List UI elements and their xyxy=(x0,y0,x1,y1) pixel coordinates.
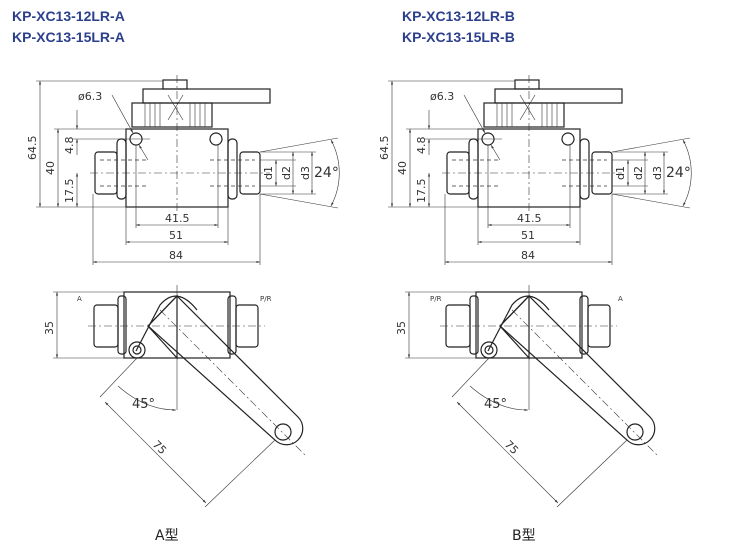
port-right-label: P/R xyxy=(260,295,272,303)
length-dim: 75 xyxy=(502,438,521,457)
height-dim: 64.5 xyxy=(26,136,39,161)
rotation-dim: 45° xyxy=(132,397,155,412)
hole-dim: ø6.3 xyxy=(78,90,102,103)
width-dim-3: 84 xyxy=(521,249,535,262)
d3-dim: d3 xyxy=(651,166,664,180)
d1-dim: d1 xyxy=(262,166,275,180)
model-titles-a: KP-XC13-12LR-A KP-XC13-15LR-A xyxy=(12,6,125,48)
caption: B型 xyxy=(512,528,536,544)
valve-drawing-a xyxy=(36,75,339,507)
axis-dim: 17.5 xyxy=(63,179,76,204)
rotation-dim: 45° xyxy=(484,397,507,412)
angle-dim: 24° xyxy=(666,165,691,181)
width-dim-2: 51 xyxy=(169,229,183,242)
valve-drawing-b xyxy=(388,75,691,507)
axis-dim: 17.5 xyxy=(415,179,428,204)
port-right-label: A xyxy=(618,295,623,303)
depth-dim: 35 xyxy=(395,321,408,335)
labels-a: ø6.3 64.5 40 4.8 17.5 d1 d2 d3 24° 41.5 … xyxy=(26,90,339,544)
model-title: KP-XC13-15LR-B xyxy=(402,29,515,45)
depth-dim: 35 xyxy=(43,321,56,335)
d2-dim: d2 xyxy=(280,166,293,180)
model-title: KP-XC13-12LR-A xyxy=(12,8,125,24)
d2-dim: d2 xyxy=(632,166,645,180)
port-left-label: A xyxy=(77,295,82,303)
d3-dim: d3 xyxy=(299,166,312,180)
width-dim-1: 41.5 xyxy=(165,212,190,225)
hole-dim: ø6.3 xyxy=(430,90,454,103)
body-dim: 40 xyxy=(44,161,57,175)
length-dim: 75 xyxy=(150,438,169,457)
width-dim-2: 51 xyxy=(521,229,535,242)
model-titles-b: KP-XC13-12LR-B KP-XC13-15LR-B xyxy=(402,6,515,48)
d1-dim: d1 xyxy=(614,166,627,180)
angle-dim: 24° xyxy=(314,165,339,181)
model-title: KP-XC13-15LR-A xyxy=(12,29,125,45)
caption: A型 xyxy=(155,528,179,544)
port-left-label: P/R xyxy=(430,295,442,303)
labels-b: ø6.3 64.5 40 4.8 17.5 d1 d2 d3 24° 41.5 … xyxy=(378,90,691,544)
top-dim: 4.8 xyxy=(63,137,76,155)
width-dim-3: 84 xyxy=(169,249,183,262)
body-dim: 40 xyxy=(396,161,409,175)
height-dim: 64.5 xyxy=(378,136,391,161)
top-dim: 4.8 xyxy=(415,137,428,155)
width-dim-1: 41.5 xyxy=(517,212,542,225)
model-title: KP-XC13-12LR-B xyxy=(402,8,515,24)
